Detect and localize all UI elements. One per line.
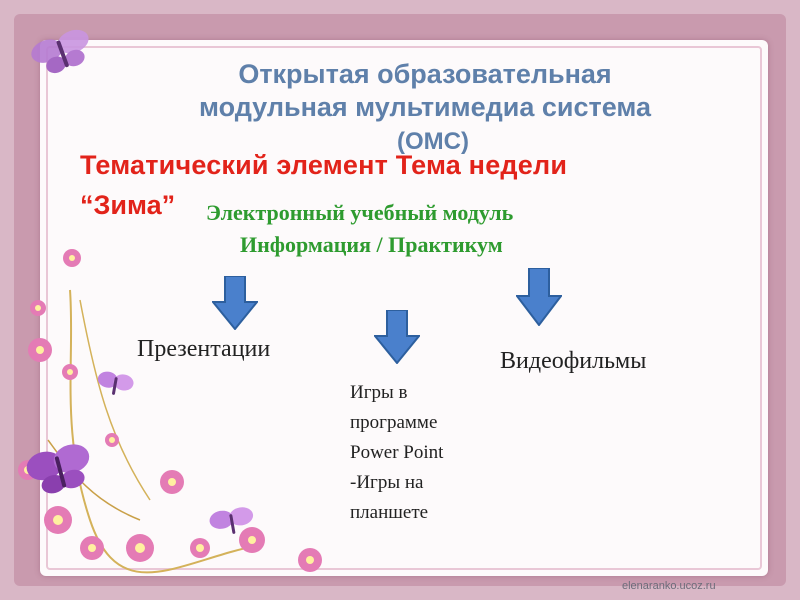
games-line: -Игры на — [350, 472, 424, 493]
videos-label: Видеофильмы — [500, 348, 647, 374]
module-sections-text: Информация / Практикум — [240, 232, 503, 257]
title-line-1: Открытая образовательная — [238, 59, 612, 89]
butterfly-icon — [209, 507, 254, 534]
presentations-label: Презентации — [137, 336, 271, 362]
butterfly-icon — [97, 371, 134, 395]
flower-icon — [18, 249, 322, 572]
games-line: планшете — [350, 502, 429, 523]
module-text: Электронный учебный модуль — [206, 200, 514, 225]
games-line: программе — [350, 412, 438, 433]
butterfly-icon — [26, 444, 90, 494]
games-text: Игры в программе Power Point -Игры на пл… — [350, 378, 443, 528]
down-arrow-icon — [516, 268, 562, 326]
down-arrow-icon — [212, 276, 258, 330]
butterfly-icon — [31, 29, 89, 74]
title-line-3: (ОМС) — [397, 128, 469, 155]
games-line: Игры в — [350, 382, 408, 403]
down-arrow-icon — [374, 310, 420, 364]
games-line: Power Point — [350, 442, 444, 463]
watermark: elenaranko.ucoz.ru — [622, 580, 716, 592]
theme-element-text: Тематический элемент Тема недели — [80, 150, 568, 180]
title-line-2: модульная мультимедиа система — [198, 92, 652, 122]
theme-name-text: “Зима” — [80, 190, 176, 220]
slide-title: Открытая образовательная модульная мульт… — [125, 58, 725, 124]
